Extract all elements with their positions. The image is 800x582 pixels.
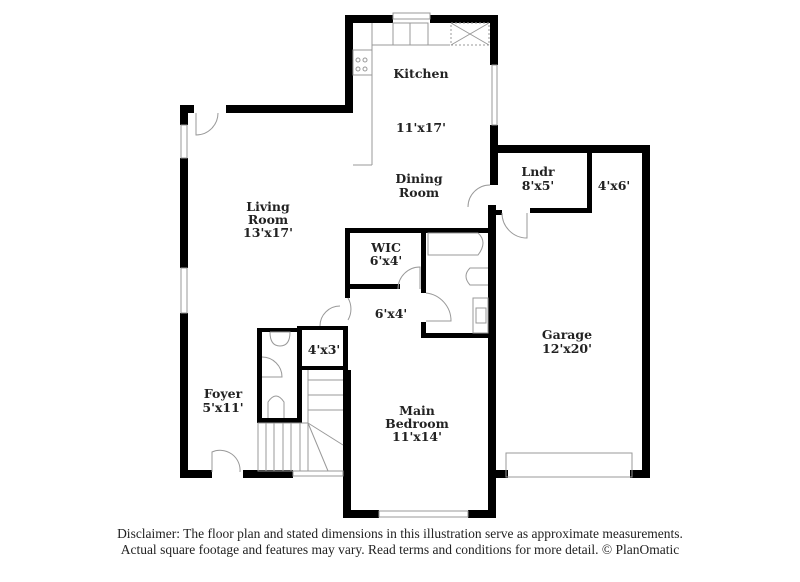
room-hall-dims: 6'x4' bbox=[374, 306, 408, 321]
room-main-bedroom-dims: 11'x14' bbox=[392, 429, 442, 444]
room-garage-dims: 12'x20' bbox=[542, 341, 592, 356]
room-garage-name: Garage bbox=[541, 327, 593, 342]
room-kitchen-name: Kitchen bbox=[393, 66, 449, 81]
room-main-bedroom-name-2: Bedroom bbox=[385, 416, 449, 431]
room-laundry-dims: 8'x5' bbox=[521, 178, 555, 193]
room-dining-name-1: Dining bbox=[395, 171, 443, 186]
room-laundry-name: Lndr bbox=[521, 164, 555, 179]
room-storage-dims: 4'x6' bbox=[597, 178, 631, 193]
fixtures bbox=[257, 22, 633, 478]
disclaimer-line-2: Actual square footage and features may v… bbox=[120, 542, 680, 557]
room-kitchen-dims: 11'x17' bbox=[396, 120, 446, 135]
windows bbox=[180, 12, 498, 518]
room-foyer-dims: 5'x11' bbox=[202, 400, 244, 415]
room-wic-name: WIC bbox=[371, 240, 401, 255]
room-foyer-name: Foyer bbox=[203, 386, 243, 401]
room-living-name-1: Living bbox=[246, 199, 290, 214]
exterior-walls bbox=[180, 15, 650, 518]
interior-walls bbox=[257, 150, 592, 423]
room-main-bedroom-name-1: Main bbox=[399, 403, 435, 418]
disclaimer-line-1: Disclaimer: The floor plan and stated di… bbox=[117, 526, 683, 541]
disclaimer: Disclaimer: The floor plan and stated di… bbox=[0, 526, 800, 558]
room-closet-dims: 4'x3' bbox=[307, 342, 341, 357]
room-living-name-2: Room bbox=[247, 212, 289, 227]
doors bbox=[195, 112, 528, 473]
room-wic-dims: 6'x4' bbox=[369, 253, 403, 268]
room-living-dims: 13'x17' bbox=[243, 225, 293, 240]
room-dining-name-2: Room bbox=[398, 185, 440, 200]
